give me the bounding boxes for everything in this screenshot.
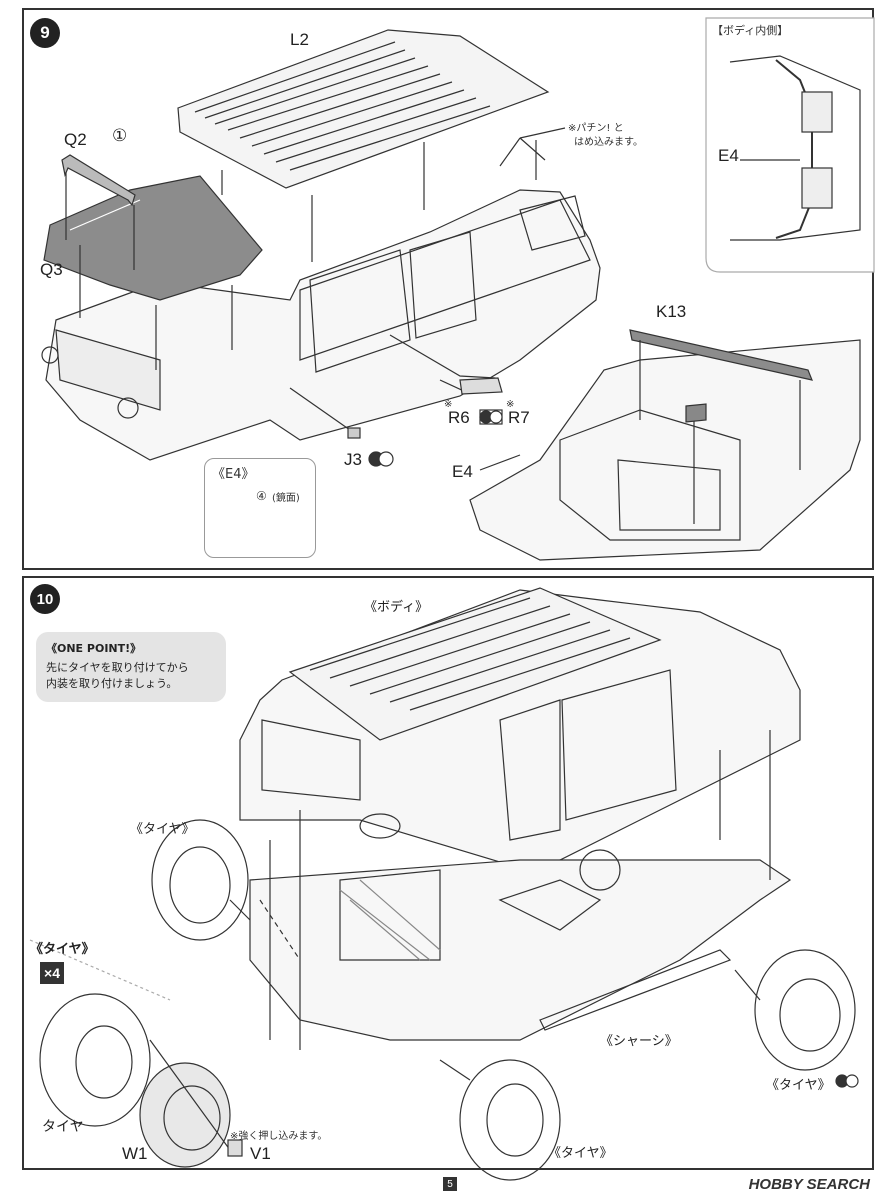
- step-10-number: 10: [30, 584, 60, 614]
- cap-v1-label: V1: [250, 1144, 271, 1163]
- page-number: 5: [443, 1177, 457, 1191]
- snap-note-line2: はめ込みます。: [574, 137, 643, 148]
- one-point-title: 《ONE POINT!》: [46, 642, 142, 655]
- watermark: HOBBY SEARCH: [748, 1176, 870, 1193]
- part-label-E4-inset: E4: [718, 146, 739, 165]
- part-label-R7: R7: [508, 408, 530, 427]
- tire-assembly-title: 《タイヤ》: [30, 941, 95, 956]
- part-label-K13: K13: [656, 302, 687, 321]
- tire-part-label: タイヤ: [42, 1118, 84, 1134]
- part-label-Q2: Q2: [64, 130, 87, 149]
- step-9-number: 9: [30, 18, 60, 48]
- one-point-line1: 先にタイヤを取り付けてから: [46, 661, 189, 674]
- push-note: ※強く押し込みます。: [230, 1131, 328, 1142]
- part-label-L2: L2: [290, 30, 309, 49]
- chassis-label: 《シャーシ》: [600, 1033, 678, 1048]
- part-label-Q3: Q3: [40, 260, 63, 279]
- part-label-J3: J3: [344, 450, 362, 469]
- e4-circle4: ④: [256, 489, 267, 503]
- wheel-w1-label: W1: [122, 1144, 148, 1163]
- tire-label-front-left: 《タイヤ》: [130, 821, 195, 836]
- tire-label-rear-right: 《タイヤ》: [766, 1077, 831, 1092]
- e4-inset-box: [204, 458, 316, 558]
- r7-mark: ※: [506, 399, 515, 410]
- tire-label-front-right: 《タイヤ》: [548, 1145, 613, 1160]
- part-label-E4-main: E4: [452, 462, 473, 481]
- one-point-line2: 内装を取り付けましょう。: [46, 677, 178, 690]
- body-inner-title: 【ボディ内側】: [712, 24, 789, 37]
- r6-mark: ※: [444, 399, 453, 410]
- body-label: 《ボディ》: [364, 599, 429, 614]
- one-point-box: 《ONE POINT!》 先にタイヤを取り付けてから 内装を取り付けましょう。: [36, 632, 226, 702]
- quantity-badge: ×4: [40, 962, 64, 984]
- part-label-R6: R6: [448, 408, 470, 427]
- e4-mirror-note: (鏡面): [272, 493, 300, 504]
- part-label-circle1: ①: [112, 126, 128, 145]
- e4-inset-title: 《E4》: [212, 467, 255, 482]
- snap-note-line1: ※パチン! と: [568, 123, 624, 134]
